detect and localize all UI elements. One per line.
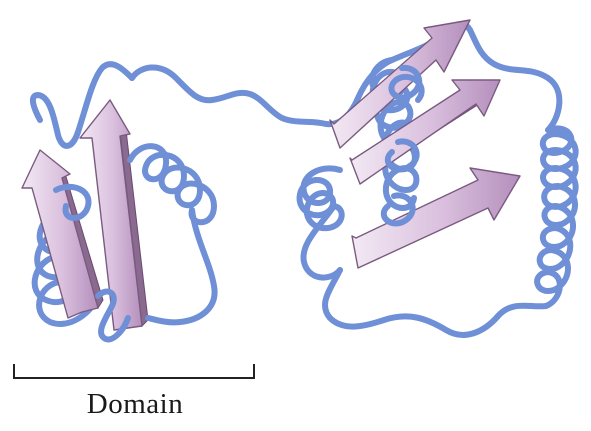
left-domain [22,64,326,339]
strand-1-arrow [22,150,98,318]
right-domain [300,20,576,335]
strand-5-arrow [352,168,520,268]
right-helix-vertical-coil [537,128,576,306]
left-domain-bottom-loop [148,210,215,322]
beta-strand-5 [352,168,520,268]
right-domain-helix-left [300,168,342,277]
domain-bracket [13,364,255,379]
right-domain-bottom-loop [325,270,546,335]
left-top-arch-ribbon [132,67,326,124]
right-domain-helix-vertical [537,128,576,306]
left-domain-right-helix-coil [130,146,214,222]
domain-label: Domain [0,388,270,421]
left-domain-backbone-back [33,64,326,146]
